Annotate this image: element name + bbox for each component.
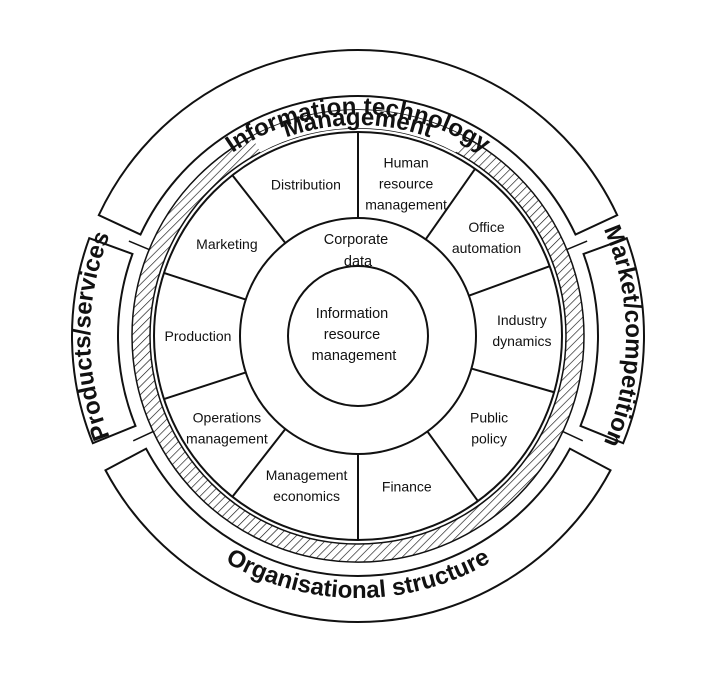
segment-label-marketing: Marketing bbox=[196, 236, 257, 252]
segment-divider bbox=[163, 272, 247, 301]
segment-divider bbox=[468, 265, 551, 297]
corporate-data-ring bbox=[239, 217, 477, 455]
segment-label-distribution: Distribution bbox=[271, 177, 341, 193]
management-label-mask bbox=[251, 110, 465, 153]
outer-gap-tick bbox=[562, 430, 584, 442]
core-circle bbox=[287, 265, 429, 407]
segment-label-finance: Finance bbox=[382, 478, 432, 494]
outer-segment-right bbox=[579, 236, 645, 445]
outer-gap-tick bbox=[566, 240, 588, 251]
outer-gap-tick bbox=[132, 430, 154, 442]
core-label: Information resource management bbox=[312, 306, 397, 364]
outer-ring bbox=[71, 49, 645, 623]
segment-label-production: Production bbox=[165, 328, 232, 344]
segment-dividers bbox=[163, 132, 555, 540]
segment-divider bbox=[231, 174, 287, 244]
outer-gap-tick bbox=[128, 240, 150, 251]
corporate-data-label: Corporate data bbox=[324, 232, 393, 270]
management-ring-hatch bbox=[131, 109, 585, 563]
segment-divider bbox=[471, 367, 555, 394]
segment-divider bbox=[163, 371, 247, 400]
segment-divider bbox=[424, 168, 476, 240]
segment-divider bbox=[426, 430, 479, 502]
outer-segment-left bbox=[71, 236, 137, 445]
segment-divider bbox=[231, 428, 287, 498]
outer-segment-top bbox=[97, 49, 619, 236]
outer-segment-bottom bbox=[104, 447, 612, 623]
